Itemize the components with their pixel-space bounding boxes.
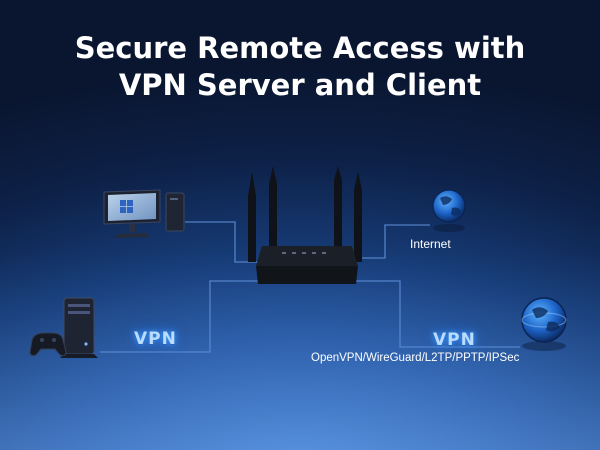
wifi-router-icon bbox=[248, 166, 362, 284]
cable-nas-router bbox=[100, 280, 262, 353]
cable-router-client bbox=[356, 280, 520, 348]
game-controller-icon bbox=[29, 332, 67, 357]
vpn-label-left: VPN bbox=[134, 329, 177, 349]
headline-line-2: VPN Server and Client bbox=[118, 68, 482, 102]
internet-label: Internet bbox=[410, 237, 451, 251]
vpn-protocols-label: OpenVPN/WireGuard/L2TP/PPTP/IPSec bbox=[311, 352, 520, 364]
cable-router-internet bbox=[356, 224, 430, 259]
headline-line-1: Secure Remote Access with bbox=[74, 31, 526, 65]
globe-icon bbox=[521, 297, 567, 351]
globe-icon bbox=[432, 189, 466, 232]
vpn-label-right: VPN bbox=[433, 330, 476, 350]
nas-server-icon bbox=[60, 297, 98, 358]
headline: Secure Remote Access with VPN Server and… bbox=[0, 30, 600, 104]
desktop-computer-icon bbox=[103, 189, 185, 238]
